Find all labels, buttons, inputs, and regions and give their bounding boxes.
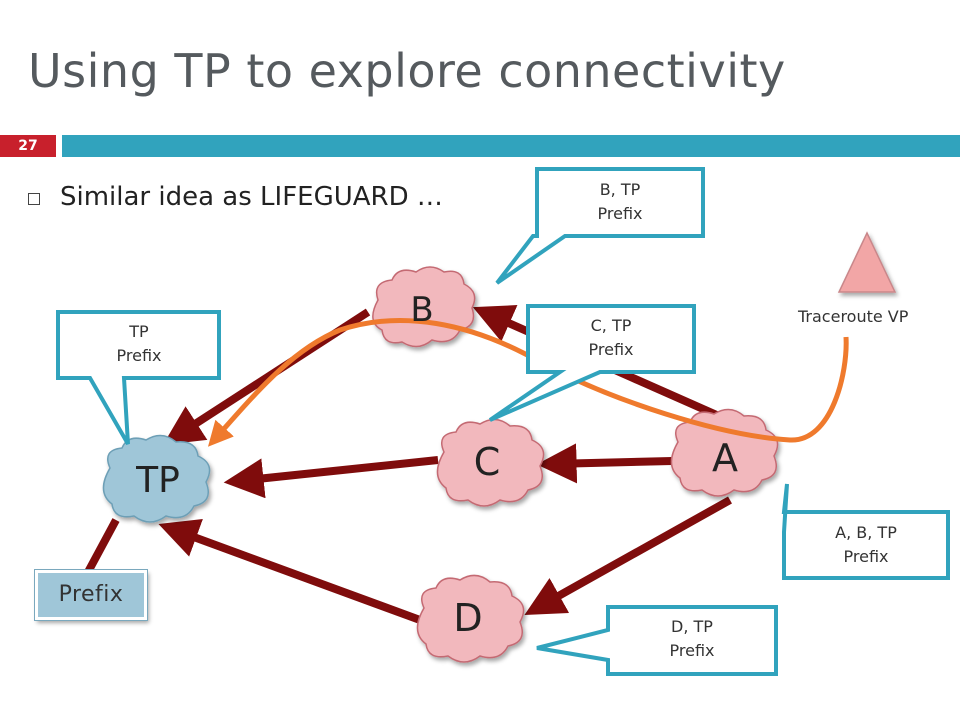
callout-tp-text: TP Prefix: [60, 320, 218, 368]
bullet-text: Similar idea as LIFEGUARD …: [60, 182, 443, 212]
node-label-b: B: [410, 290, 434, 330]
edge-d-to-tp: [158, 519, 422, 624]
cloud-a: [670, 408, 779, 497]
callout-b: [495, 167, 705, 285]
slide-number: 27: [18, 138, 38, 154]
callout-d: [536, 605, 778, 676]
callout-c: [488, 304, 696, 422]
edge-tp-to-prefix: [84, 518, 120, 574]
callout-d-text: D, TP Prefix: [610, 615, 774, 663]
edge-c-to-tp: [223, 456, 439, 499]
slide-number-bar: [0, 135, 56, 157]
callout-b-line2: Prefix: [597, 204, 643, 223]
edge-a-to-d: [524, 496, 732, 616]
callout-a-line1: A, B, TP: [835, 523, 897, 542]
bullet-square-icon: [28, 193, 40, 205]
callout-tp-line2: Prefix: [116, 346, 162, 365]
node-label-c: C: [473, 440, 501, 484]
cloud-d: [416, 574, 525, 663]
cloud-c: [436, 418, 545, 507]
callout-b-text: B, TP Prefix: [539, 178, 701, 226]
slide-title: Using TP to explore connectivity: [28, 44, 786, 98]
callout-c-text: C, TP Prefix: [530, 314, 692, 362]
callout-a: [781, 483, 950, 580]
callout-b-line1: B, TP: [599, 180, 641, 199]
triangle-icon: [837, 231, 897, 293]
edge-a-to-c: [536, 443, 673, 484]
callout-c-line1: C, TP: [590, 316, 632, 335]
prefix-box: Prefix: [35, 570, 147, 620]
callout-tp: [56, 310, 221, 445]
callout-tp-line1: TP: [129, 322, 149, 341]
callout-d-line1: D, TP: [671, 617, 713, 636]
title-underline-bar: [62, 135, 960, 157]
node-label-a: A: [712, 436, 738, 480]
callout-a-text: A, B, TP Prefix: [786, 521, 946, 569]
callout-c-line2: Prefix: [588, 340, 634, 359]
callout-d-line2: Prefix: [669, 641, 715, 660]
cloud-tp: [102, 434, 211, 523]
traceroute-vp-label: Traceroute VP: [798, 307, 909, 326]
callout-a-line2: Prefix: [843, 547, 889, 566]
node-label-d: D: [453, 596, 483, 640]
node-label-tp: TP: [136, 460, 180, 501]
